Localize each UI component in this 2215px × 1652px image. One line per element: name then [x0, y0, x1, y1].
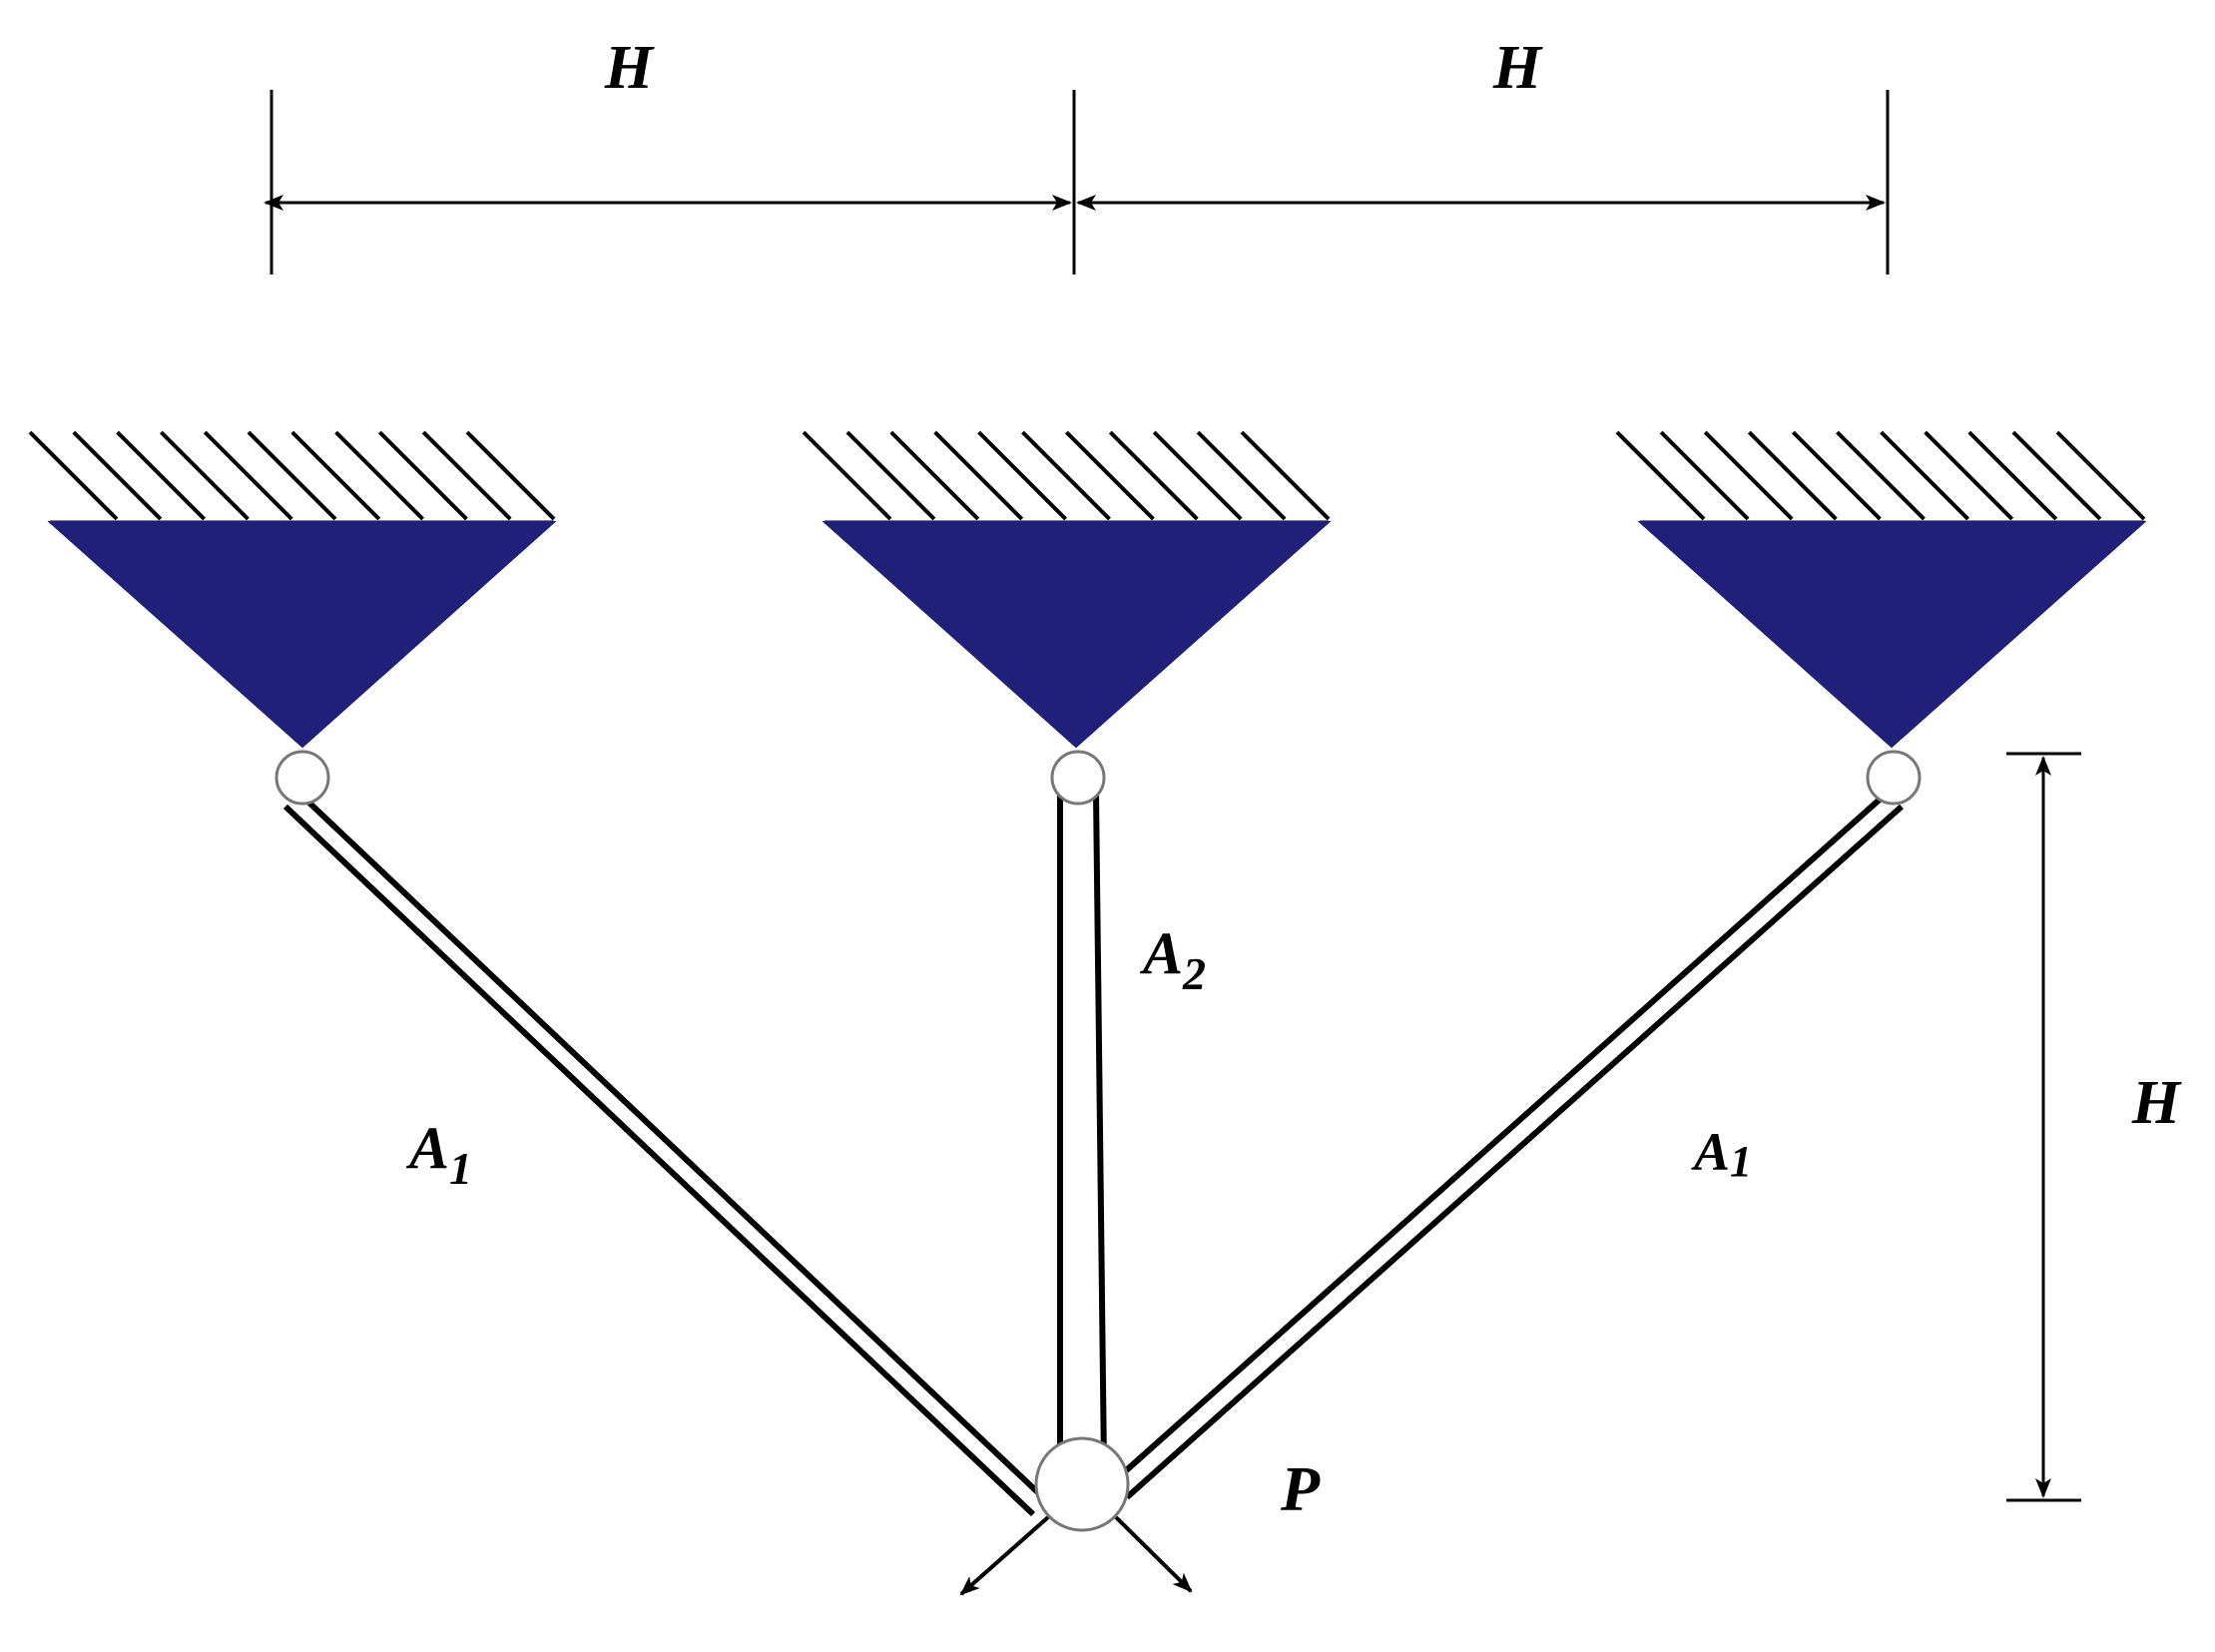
bar-middle	[1057, 793, 1107, 1468]
hatching-right	[1615, 430, 2146, 521]
hatch-line	[1747, 430, 1838, 521]
bar-label-middle: A2	[1139, 920, 1206, 999]
pin-right	[1866, 750, 1922, 806]
load-arrows	[959, 1515, 1193, 1596]
hatch-line	[1196, 430, 1287, 521]
hatch-line	[290, 430, 381, 521]
hatch-line	[1615, 430, 1706, 521]
load-label: P	[1280, 1453, 1321, 1524]
hatch-line	[1791, 430, 1882, 521]
bar-right	[1112, 788, 1904, 1500]
bar-left	[282, 789, 1048, 1517]
hatch-line	[1021, 430, 1111, 521]
hatch-line	[845, 430, 936, 521]
hatch-line	[1659, 430, 1750, 521]
hatch-line	[2055, 430, 2146, 521]
hatch-line	[2011, 430, 2102, 521]
hatch-line	[1240, 430, 1331, 521]
hatch-line	[247, 430, 337, 521]
hatch-line	[933, 430, 1024, 521]
support-triangle-middle	[822, 521, 1332, 749]
bar-label-right: A1	[1691, 1122, 1752, 1186]
hatch-line	[1108, 430, 1199, 521]
hatch-line	[1836, 430, 1926, 521]
pin-middle	[1050, 750, 1106, 806]
hatch-line	[977, 430, 1068, 521]
hatch-line	[1703, 430, 1794, 521]
support-right	[1615, 430, 2147, 749]
support-middle	[802, 430, 1332, 749]
force-arrow-right	[1114, 1515, 1193, 1593]
support-triangle-right	[1637, 521, 2147, 749]
hatching-middle	[802, 430, 1331, 521]
hatch-line	[1880, 430, 1970, 521]
top-dimension: H H	[264, 34, 1890, 275]
support-triangle-left	[47, 521, 557, 749]
hatch-line	[1064, 430, 1155, 521]
dim-label-top-right: H	[1492, 34, 1543, 102]
hatch-line	[377, 430, 468, 521]
force-arrow-left	[959, 1515, 1050, 1596]
hatch-line	[1967, 430, 2058, 521]
hatching-left	[28, 430, 556, 521]
hatch-line	[421, 430, 512, 521]
hatch-line	[28, 430, 119, 521]
hatch-line	[1924, 430, 2014, 521]
support-left	[28, 430, 557, 749]
dim-label-right: H	[2131, 1069, 2182, 1137]
hatch-line	[889, 430, 980, 521]
pin-left	[275, 750, 330, 806]
hatch-line	[802, 430, 892, 521]
hatch-line	[465, 430, 556, 521]
hatch-line	[72, 430, 163, 521]
hatch-line	[334, 430, 425, 521]
bar-label-left: A1	[405, 1115, 472, 1194]
dim-label-top-left: H	[604, 34, 655, 102]
load-joint	[1034, 1436, 1130, 1532]
hatch-line	[159, 430, 250, 521]
right-dimension: H	[2006, 752, 2182, 1502]
hatch-line	[203, 430, 293, 521]
hatch-line	[116, 430, 207, 521]
hatch-line	[1152, 430, 1243, 521]
